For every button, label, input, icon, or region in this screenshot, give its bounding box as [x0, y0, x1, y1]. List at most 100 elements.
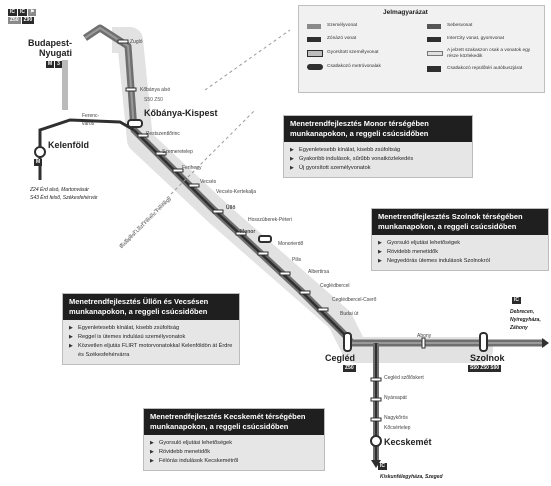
stop-tick	[172, 168, 184, 173]
szolnok-badge: S50 Z50 S90	[468, 364, 502, 372]
legend-item: Sebesvonat	[447, 23, 473, 28]
box-title: Menetrendfejlesztés Szolnok térségében m…	[372, 209, 548, 235]
stop-tick	[125, 87, 137, 92]
legend-item: Csatlakozó repülőtéri autóbuszjárat	[447, 66, 523, 71]
info-box-szolnok: Menetrendfejlesztés Szolnok térségében m…	[371, 208, 549, 271]
box-item: Rövidebb menetidők	[150, 448, 318, 457]
legend-title: Jelmagyarázat	[383, 9, 428, 16]
station-szemeretelep: Szemeretelep	[162, 149, 193, 155]
dashed-guide-b	[119, 109, 256, 246]
ic-icon: IC	[512, 297, 521, 304]
station-szolnok: Szolnok	[470, 353, 505, 363]
metro-icon: M	[46, 61, 55, 68]
stop-tick	[299, 290, 311, 295]
box-item: Új gyorsított személyvonatok	[290, 164, 466, 173]
station-nagykoros: Nagykőrös	[384, 415, 408, 421]
legend-swatch-gyorsitott	[307, 50, 323, 57]
train-icon-2: IC	[18, 9, 27, 16]
kelenfold-branch	[38, 118, 135, 150]
stop-tick	[279, 271, 291, 276]
legend-swatch-sebes	[427, 24, 441, 29]
station-albertirsa: Albertirsa	[308, 269, 330, 275]
train-icon-3: ⚑	[28, 9, 37, 16]
legend-swatch-zonazo	[307, 37, 321, 42]
station-budai-ut: Budai út	[340, 311, 359, 317]
box-item: Egyenletesebb kínálat, kisebb zsúfoltság	[290, 146, 466, 155]
station-kelenfold: Kelenföld	[48, 140, 90, 150]
legend-item: Gyorsított személyvonat	[327, 50, 379, 55]
dashed-guide-a	[204, 29, 291, 91]
legend-swatch-metro	[307, 64, 323, 70]
station-kocsertelep: Kőcsértelep	[384, 425, 411, 431]
stop-tick	[370, 417, 382, 422]
station-marker-kelenfold	[34, 146, 46, 158]
box-title: Menetrendfejlesztés Monor térségében mun…	[284, 116, 472, 142]
station-nyarsapat: Nyársapát	[384, 395, 407, 401]
station-zuglo: Zugló	[130, 39, 143, 45]
legend: Jelmagyarázat Személyvonat Zónázó vonat …	[298, 5, 545, 93]
metro-icon-3: 3	[55, 61, 62, 68]
station-kobanya-also: Kőbánya alsó	[140, 87, 171, 93]
station-marker-cegled	[343, 332, 352, 352]
stop-tick	[235, 231, 247, 236]
station-pilis: Pilis	[292, 257, 302, 263]
east-icons: IC	[512, 296, 522, 304]
stop-tick	[317, 307, 329, 312]
info-box-ullo: Menetrendfejlesztés Üllőn és Vecsésen mu…	[62, 293, 240, 365]
station-marker-monor	[258, 235, 272, 243]
box-item: Közvetlen eljutás FLIRT motorvonatokkal …	[69, 342, 233, 360]
route-badge-szolnok: S50 Z50 S90	[468, 365, 502, 372]
station-ferencvaros: Ferenc- város	[82, 113, 100, 127]
station-marker-szolnok	[479, 332, 488, 352]
legend-item: Csatlakozó metróvonalak	[327, 64, 381, 69]
stop-tick	[188, 183, 200, 188]
box-item: Rövidebb menetidők	[378, 248, 542, 257]
station-kobanya-kispest: Kőbánya-Kispest	[144, 108, 218, 118]
stop-tick	[137, 133, 149, 138]
station-vecses-kertekalja: Vecsés-Kertekalja	[216, 189, 257, 195]
box-title: Menetrendfejlesztés Kecskemét térségében…	[144, 409, 324, 435]
kelenfold-route-1: Z24 Érd alsó, Martonvásár	[30, 187, 89, 193]
route-badge-z90: Z90	[21, 17, 35, 24]
station-cegled: Cegléd	[325, 353, 356, 363]
south-arrow	[371, 460, 381, 468]
box-item: Félórás indulások Kecskemétről	[150, 457, 318, 466]
station-ullo: Üllő	[226, 205, 236, 211]
legend-item: InterCity vonat, gyorsvonat	[447, 36, 505, 41]
legend-item: Személyvonat	[327, 23, 358, 28]
station-budapest-nyugati: Budapest- Nyugati	[28, 38, 73, 58]
metro-icon-kelenfold: M	[34, 159, 43, 166]
station-ceglebercel: Ceglédbercel	[320, 283, 350, 289]
box-item: Egyenletesebb kínálat, kisebb zsúfoltság	[69, 324, 233, 333]
stop-tick	[421, 337, 426, 349]
legend-swatch-szemely	[307, 24, 321, 29]
legend-swatch-partial	[427, 51, 443, 56]
box-item: Gyorsuló eljutási lehetőségek	[150, 439, 318, 448]
cegled-badge: Z50	[343, 364, 357, 372]
stop-tick	[257, 251, 269, 256]
station-monor: Monor	[240, 229, 256, 235]
box-item: Gyakoribb indulások, sűrűbb vonatközleke…	[290, 155, 466, 164]
info-box-monor: Menetrendfejlesztés Monor térségében mun…	[283, 115, 473, 178]
box-item: Gyorsuló eljutási lehetőségek	[378, 239, 542, 248]
kobanya-badges: S50 Z50	[144, 97, 163, 103]
train-icon: IC	[8, 9, 17, 16]
stop-tick	[117, 39, 129, 44]
station-kecskemet: Kecskemét	[384, 437, 432, 447]
legend-item: A jelzett szakaszon csak a vonatok egy r…	[447, 48, 531, 59]
legend-swatch-bus	[427, 66, 441, 72]
box-item: Negyedórás ütemes indulások Szolnokról	[378, 257, 542, 266]
stop-tick	[212, 209, 224, 214]
station-ferihegy: Ferihegy	[182, 165, 202, 171]
station-pestszentlorinc: Pestszentlőrinc	[146, 131, 180, 137]
route-badge-z50: Z50	[8, 17, 21, 24]
stop-tick	[370, 377, 382, 382]
station-marker-kobanya	[127, 119, 143, 128]
station-abony: Abony	[417, 333, 432, 339]
legend-item: Zónázó vonat	[327, 36, 357, 41]
kelenfold-metro: M	[34, 158, 43, 166]
station-hosszuberek: Hosszúberek-Péteri	[248, 217, 292, 223]
